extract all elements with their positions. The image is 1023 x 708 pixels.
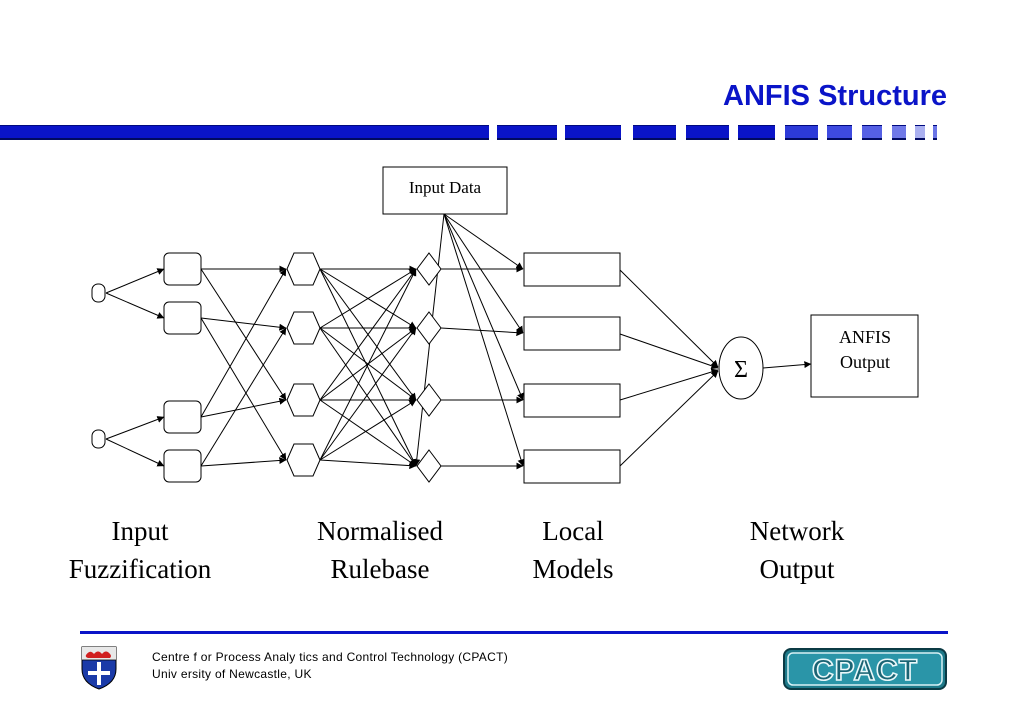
cpact-logo: CPACT	[783, 648, 947, 690]
fuzzy-set-node	[163, 400, 202, 434]
local-model-box	[523, 449, 621, 484]
stage-label-input-fuzzification: Input Fuzzification	[40, 512, 240, 588]
fuzzy-set-node	[163, 449, 202, 483]
rule-node	[286, 383, 321, 417]
rule-node	[286, 311, 321, 345]
page-title: ANFIS Structure	[723, 80, 947, 112]
input-connectors	[105, 268, 165, 467]
stage-label-line: Models	[532, 554, 614, 584]
cpact-logo-text: CPACT	[812, 654, 918, 687]
local-model-box	[523, 252, 621, 287]
footer-line-1: Centre f or Process Analy tics and Contr…	[152, 650, 508, 664]
anfis-output-label-line2: Output	[840, 352, 890, 372]
stage-label-line: Output	[759, 554, 835, 584]
rulebase-connectors	[319, 265, 417, 470]
stage-label-normalised-rulebase: Normalised Rulebase	[280, 512, 480, 588]
normalisation-node	[416, 449, 442, 483]
rule-node	[286, 443, 321, 477]
rule-node	[286, 252, 321, 286]
stage-label-line: Network	[749, 516, 845, 546]
stage-label-line: Normalised	[317, 516, 443, 546]
normalisation-node	[416, 383, 442, 417]
fuzzy-set-node	[163, 301, 202, 335]
university-crest-icon	[81, 646, 117, 690]
stage-label-line: Local	[542, 516, 604, 546]
local-model-box	[523, 316, 621, 351]
stage-label-line: Input	[111, 516, 169, 546]
sum-node	[718, 336, 764, 400]
fuzzification-connectors	[200, 265, 287, 467]
local-model-box	[523, 383, 621, 418]
footer-line-2: Univ ersity of Newcastle, UK	[152, 667, 312, 681]
fuzzy-set-node	[163, 252, 202, 286]
normalisation-connectors	[440, 265, 524, 470]
stage-label-line: Fuzzification	[68, 554, 212, 584]
footer-divider	[80, 631, 948, 634]
input-data-label: Input Data	[409, 178, 482, 197]
input-node	[91, 283, 106, 303]
stage-label-network-output: Network Output	[707, 512, 887, 588]
anfis-output-label-line1: ANFIS	[839, 327, 891, 347]
model-output-connectors	[619, 269, 812, 467]
footer-text: Centre f or Process Analy tics and Contr…	[152, 649, 508, 683]
input-node	[91, 429, 106, 449]
stage-label-line: Rulebase	[330, 554, 430, 584]
normalisation-node	[416, 252, 442, 286]
anfis-output-box	[810, 314, 919, 398]
input-data-box	[382, 166, 508, 215]
stage-label-local-models: Local Models	[493, 512, 653, 588]
sum-symbol: Σ	[734, 357, 748, 383]
normalisation-node	[416, 311, 442, 345]
